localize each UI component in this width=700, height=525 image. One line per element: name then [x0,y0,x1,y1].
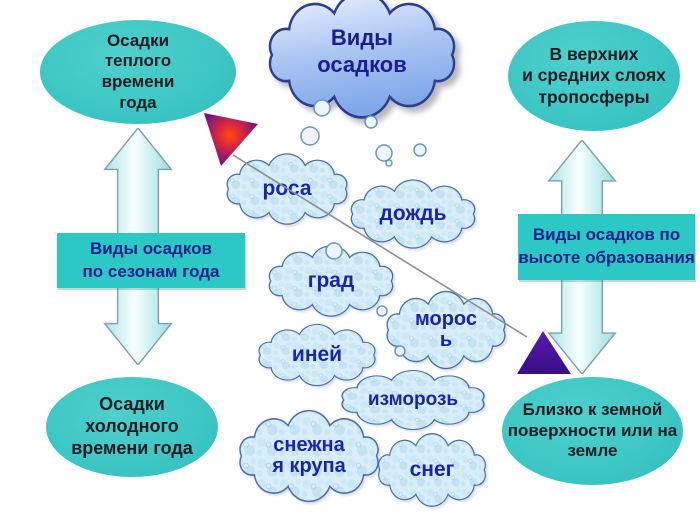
precip-cloud: снег [374,433,490,507]
precip-cloud-label: изморозь [367,389,459,411]
precip-cloud-label: град [307,268,355,292]
near-ground-ellipse: Близко к земной поверхности или на земле [502,377,683,485]
season-axis-label: Виды осадков по сезонам года [82,238,220,281]
cold-season-ellipse: Осадки холодного времени года [46,377,218,477]
precip-cloud-label: снежна я крупа [272,434,346,477]
troposphere-label: В верхних и средних слоях тропосферы [522,43,666,107]
precip-cloud-label: дождь [379,201,447,225]
altitude-axis-label: Виды осадков по высоте образования [518,225,695,267]
troposphere-ellipse: В верхних и средних слоях тропосферы [508,21,680,131]
precip-cloud: снежна я крупа [234,409,384,503]
precip-cloud: морос ь [382,290,510,370]
diagram-title: Виды осадков [317,24,407,78]
altitude-axis-box: Виды осадков по высоте образования [518,214,695,280]
precip-cloud: изморозь [336,369,490,431]
precip-cloud-label: снег [409,457,455,481]
near-ground-label: Близко к земной поверхности или на земле [507,399,678,461]
precip-cloud-label: морос ь [414,308,478,351]
season-axis-box: Виды осадков по сезонам года [57,233,245,288]
title-cloud: Виды осадков [262,0,462,119]
warm-season-label: Осадки теплого времени года [101,30,175,112]
precip-cloud: роса [222,153,352,225]
precip-cloud-label: роса [262,176,312,200]
precip-cloud-label: иней [291,342,343,366]
precip-cloud: иней [254,323,380,387]
warm-season-ellipse: Осадки теплого времени года [40,20,236,124]
precip-cloud: град [264,245,398,317]
precip-cloud: дождь [346,179,480,249]
cold-season-label: Осадки холодного времени года [71,394,193,458]
